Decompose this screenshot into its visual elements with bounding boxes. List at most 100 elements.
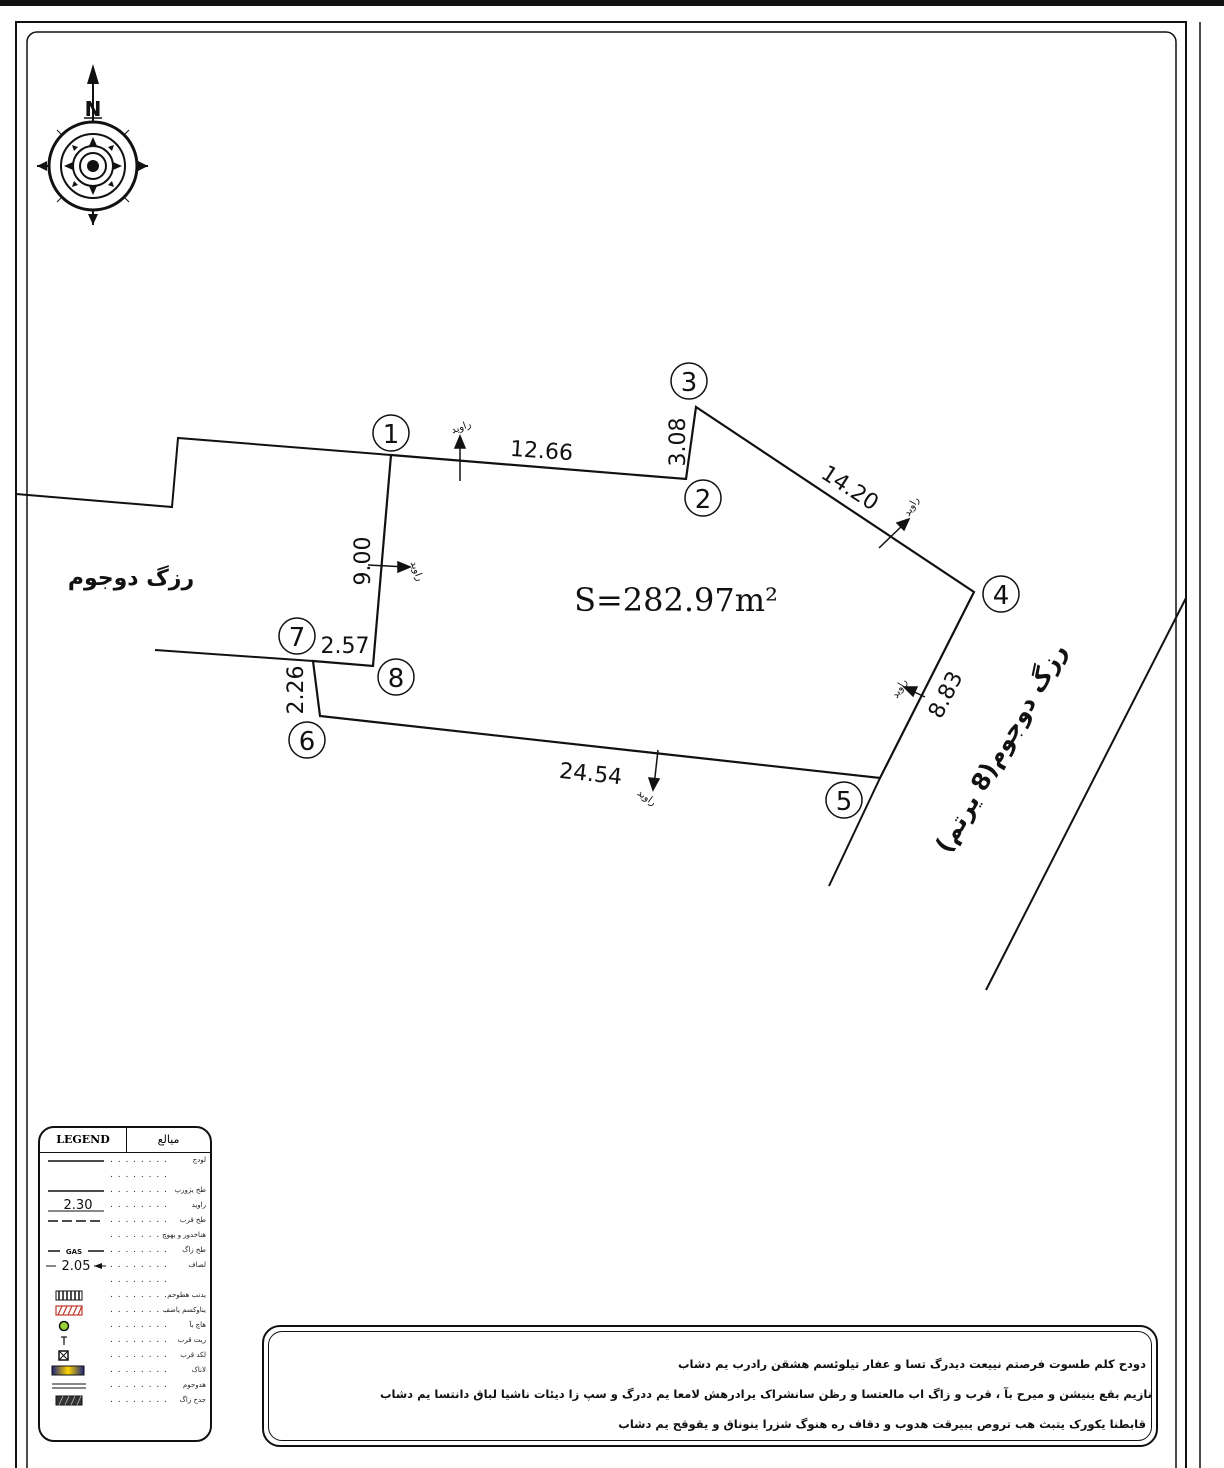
legend-row-label: هاچ بآ [189, 1321, 206, 1329]
legend-row-label: یدنب هطوحم [167, 1291, 206, 1299]
legend-row: . . . . . . . . . . . .یدنب هطوحم [40, 1288, 210, 1303]
legend-leader-dots: . . . . . . . . . . . . [110, 1290, 168, 1300]
svg-text:راوید: راوید [635, 788, 658, 809]
legend-row: . . . . . . . . . . . . ریت قرب [40, 1333, 210, 1348]
parcel-boundary [311, 405, 976, 780]
point-7-marker: 7 [278, 617, 316, 655]
legend-symbol-icon [46, 1303, 108, 1318]
street-label-left: رزگ دوجوم [68, 565, 194, 591]
point-1-marker: 1 [372, 414, 410, 452]
legend-row: . . . . . . . . . . . . [40, 1168, 210, 1183]
wall-arrow-northeast: راوید [878, 495, 922, 549]
legend-row: . . . . . . . . . . . . لاناک [40, 1363, 210, 1378]
legend-symbol-icon [46, 1378, 108, 1393]
legend-row: . . . . . . . . . . . . هاچ بآ [40, 1318, 210, 1333]
legend-row-label: لودج [192, 1156, 206, 1164]
legend-row-label: لصاف [188, 1261, 206, 1269]
legend-row-label: یناوکسم یاضف [162, 1306, 206, 1314]
legend-leader-dots: . . . . . . . . . . . . [110, 1305, 168, 1315]
legend-row: . . . . . . . . . . . . طخ قرب [40, 1213, 210, 1228]
dimension-8-1: 9.00 [351, 537, 376, 586]
svg-text:3: 3 [681, 368, 698, 398]
inner-border [26, 31, 1177, 1468]
legend-leader-dots: . . . . . . . . . . . . [110, 1380, 168, 1390]
wall-arrow-west: راوید [367, 560, 425, 583]
legend-leader-dots: . . . . . . . . . . . . [110, 1170, 168, 1180]
legend-row: . . . . . . . . . . . .یناوکسم یاضف [40, 1303, 210, 1318]
legend-row-label: طخ قرب [179, 1216, 206, 1224]
legend-row: . . . . . . . . . . . .لکد قرب [40, 1348, 210, 1363]
legend-row: . . . . . . . . . . . . هدوجوم [40, 1378, 210, 1393]
legend-row: . . . . . . . . . . . . [40, 1273, 210, 1288]
notes-box: دودح کلم طسوت فرصتم نییعت دیدرگ تسا و عف… [262, 1325, 1158, 1447]
legend-row-label: هناخدور و یهوج [162, 1231, 206, 1239]
wall-arrow-north: راوید [450, 419, 473, 481]
legend-header: LEGEND میالع [40, 1128, 210, 1153]
svg-text:راوید: راوید [902, 495, 922, 518]
street-edge-inner [828, 777, 881, 887]
svg-text:2: 2 [695, 485, 712, 515]
legend-row: GAS. . . . . . . . . . . .طخ زاگ [40, 1243, 210, 1258]
compass-icon: N [37, 64, 148, 225]
point-6-marker: 6 [288, 721, 326, 759]
point-3-marker: 3 [670, 362, 708, 400]
legend-leader-dots: . . . . . . . . . . . . [110, 1320, 168, 1330]
legend-leader-dots: . . . . . . . . . . . . [110, 1230, 168, 1240]
legend-leader-dots: . . . . . . . . . . . . [110, 1335, 168, 1345]
north-label: N [85, 97, 102, 121]
legend-symbol-icon [46, 1273, 108, 1288]
legend-row-label: لاناک [191, 1366, 206, 1374]
svg-text:7: 7 [289, 623, 306, 653]
dimension-1-2: 12.66 [509, 437, 574, 466]
notes-inner-border [268, 1331, 1152, 1441]
legend-title-fa: میالع [157, 1133, 180, 1146]
street-edge-outer [985, 597, 1187, 991]
legend-row-label: هدوجوم [182, 1381, 206, 1389]
legend-row-label: طخ یزورپ [174, 1186, 206, 1194]
legend-row-label: راوید [191, 1201, 206, 1209]
legend-row-label: جدح زاگ [179, 1396, 206, 1404]
legend-symbol-icon [46, 1393, 108, 1408]
legend-leader-dots: . . . . . . . . . . . . [110, 1365, 168, 1375]
legend-symbol-icon [46, 1348, 108, 1363]
legend-leader-dots: . . . . . . . . . . . . [110, 1215, 168, 1225]
dimension-5-6: 24.54 [558, 759, 623, 790]
legend-symbol-icon [46, 1183, 108, 1198]
legend-symbol-icon: GAS [46, 1243, 108, 1258]
top-edge-bar [0, 0, 1224, 6]
neighbor-boundary-left [15, 436, 392, 509]
svg-text:8: 8 [388, 664, 405, 694]
legend-symbol-icon: 2.30 [46, 1198, 108, 1213]
wall-arrow-east: راوید [890, 677, 926, 700]
point-8-marker: 8 [377, 658, 415, 696]
svg-text:1: 1 [383, 420, 400, 450]
wall-arrow-south: راوید [635, 749, 661, 809]
dimension-7-8: 2.57 [321, 634, 370, 659]
legend-symbol-value: GAS [66, 1248, 82, 1256]
point-5-marker: 5 [825, 781, 863, 819]
legend-symbol-value: 2.30 [64, 1198, 93, 1213]
legend-leader-dots: . . . . . . . . . . . . [110, 1185, 168, 1195]
outer-border [15, 21, 1187, 1468]
legend-symbol-icon [46, 1318, 108, 1333]
legend-title-en: LEGEND [40, 1128, 127, 1152]
dimension-6-7: 2.26 [284, 666, 309, 715]
area-label: S=282.97m² [574, 581, 778, 619]
point-2-marker: 2 [684, 479, 722, 517]
legend-row: . . . . . . . . . . . .لودج [40, 1153, 210, 1168]
dimension-2-3: 3.08 [666, 418, 691, 467]
legend-row: 2.30. . . . . . . . . . . .راوید [40, 1198, 210, 1213]
legend-rows: . . . . . . . . . . . .لودج. . . . . . .… [40, 1153, 210, 1408]
legend-symbol-icon [46, 1153, 108, 1168]
legend-symbol-icon [46, 1363, 108, 1378]
svg-text:راوید: راوید [450, 419, 473, 436]
point-4-marker: 4 [982, 575, 1020, 613]
legend-leader-dots: . . . . . . . . . . . . [110, 1245, 168, 1255]
svg-text:4: 4 [993, 581, 1010, 611]
legend-row-label: ریت قرب [177, 1336, 206, 1344]
legend-leader-dots: . . . . . . . . . . . . [110, 1395, 168, 1405]
svg-text:6: 6 [299, 727, 316, 757]
legend-row: 2.05. . . . . . . . . . . .لصاف [40, 1258, 210, 1274]
legend-leader-dots: . . . . . . . . . . . . [110, 1350, 168, 1360]
